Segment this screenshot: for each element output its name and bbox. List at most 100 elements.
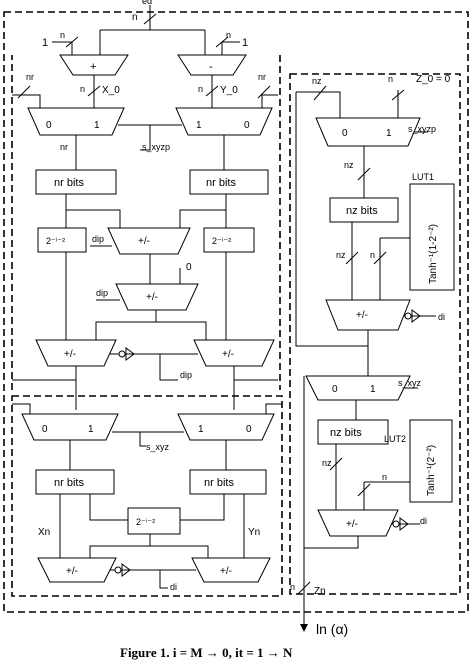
lut2-box (409, 419, 453, 503)
lut2-label: LUT2 (384, 434, 406, 444)
nz-label-register-out: nz (336, 250, 346, 260)
x0-label: X_0 (102, 85, 120, 96)
register-z-lower (317, 419, 389, 445)
top-bus-label: n (132, 12, 138, 23)
mux-y-upper-1: 1 (196, 120, 202, 131)
s-xyz-right-label: s_xyz (398, 378, 422, 388)
addsub-y-upper-op: +/- (222, 349, 234, 360)
xn-label: Xn (38, 527, 50, 538)
addsub-z-lower (317, 509, 399, 537)
subtractor-y0-op: - (209, 61, 213, 73)
lut1-box (409, 183, 455, 291)
lut1-label: LUT1 (412, 172, 434, 182)
addsub-z-upper (325, 299, 411, 331)
register-y-lower (189, 469, 267, 495)
mux-z-lower-1: 1 (370, 384, 376, 395)
di-label-lower-left: di (170, 582, 177, 592)
lut2-function: Tanh⁻¹(2⁻²) (426, 445, 437, 496)
addsub-y-upper (193, 339, 275, 367)
nr-mux-out-label: nr (60, 142, 68, 152)
register-x-upper-label: nr bits (54, 177, 84, 189)
z0-bus-n: n (388, 74, 393, 84)
register-y-lower-label: nr bits (204, 477, 234, 489)
addsub-x-lower (37, 557, 117, 583)
cut-top-label: eα (142, 0, 152, 6)
y0-bus-n: n (198, 84, 203, 94)
register-x-lower (35, 469, 115, 495)
di-label-z-lower: di (420, 516, 427, 526)
mux-y-lower-0: 0 (246, 424, 252, 435)
adder-x0-op: + (90, 61, 96, 73)
y0-label: Y_0 (220, 85, 238, 96)
mux-z-upper-1: 1 (386, 128, 392, 139)
register-y-upper-label: nr bits (206, 177, 236, 189)
shifter-x-upper (37, 227, 87, 253)
addsub-z-lower-op: +/- (346, 519, 358, 530)
figure-caption: Figure 1. i = M → 0, it = 1 → N (120, 645, 293, 660)
mux-z-lower-0: 0 (332, 384, 338, 395)
shifter-x-upper-label: 2⁻ⁱ⁻² (46, 236, 65, 246)
addsub-z-upper-op: +/- (356, 310, 368, 321)
output-label: ln (α) (316, 621, 348, 637)
lut1-bus-n: n (370, 250, 375, 260)
addsub-y-lower (191, 557, 271, 583)
shifter-lower (127, 507, 181, 535)
zero-constant: 0 (186, 262, 192, 273)
shifter-y-upper-label: 2⁻ⁱ⁻² (212, 236, 231, 246)
xy-section-lower-border (11, 395, 283, 597)
mux-y-lower (177, 413, 275, 441)
addsub-y-lower-op: +/- (220, 566, 232, 577)
di-label-z-upper: di (438, 312, 445, 322)
const-one-left-bus: n (60, 30, 65, 40)
s-xyzp-label: s_xyzp (142, 142, 170, 152)
register-x-upper (35, 169, 117, 195)
mux-y-upper-0: 0 (244, 120, 250, 131)
z-section-border (289, 73, 461, 595)
register-x-lower-label: nr bits (54, 477, 84, 489)
const-one-right: 1 (242, 37, 248, 49)
const-one-right-bus: n (226, 30, 231, 40)
addsub-middle-bottom (115, 283, 199, 311)
dip-label-3: dip (180, 370, 192, 380)
s-xyz-left-label: s_xyz (146, 442, 170, 452)
mux-x-upper-0: 0 (46, 120, 52, 131)
nz-label-mux-out: nz (344, 160, 354, 170)
x0-bus-n: n (80, 84, 85, 94)
xy-section-upper-border (11, 55, 281, 390)
mux-y-upper (175, 107, 273, 136)
adder-x0 (59, 54, 129, 76)
lut2-bus-n: n (382, 472, 387, 482)
shifter-y-upper (203, 227, 255, 253)
lut1-function: Tanh⁻¹(1-2⁻²) (428, 224, 439, 284)
mux-z-upper-0: 0 (342, 128, 348, 139)
nr-left-label: nr (26, 72, 34, 82)
mux-x-lower (21, 413, 119, 441)
dip-label-1: dip (92, 234, 104, 244)
addsub-middle-top (107, 227, 191, 255)
z0-label: Z_0 = 0 (416, 74, 451, 85)
mux-x-upper-1: 1 (94, 120, 100, 131)
const-one-left: 1 (42, 37, 48, 49)
zn-bus-n: n (290, 582, 295, 592)
nz-label-top: nz (312, 76, 322, 86)
nr-right-label: nr (258, 72, 266, 82)
addsub-x-upper (35, 339, 117, 367)
register-z-upper (329, 197, 399, 223)
mux-x-upper (27, 107, 125, 136)
zn-label: Zn (314, 586, 326, 597)
mux-x-lower-0: 0 (42, 424, 48, 435)
register-z-lower-label: nz bits (330, 427, 362, 439)
outer-dashed-border (3, 11, 469, 613)
mux-z-upper (315, 117, 421, 147)
register-y-upper (189, 169, 269, 195)
shifter-lower-label: 2⁻ⁱ⁻² (136, 517, 155, 527)
dip-label-2: dip (96, 288, 108, 298)
addsub-x-lower-op: +/- (66, 566, 78, 577)
subtractor-y0 (177, 54, 247, 76)
addsub-x-upper-op: +/- (64, 349, 76, 360)
register-z-upper-label: nz bits (346, 205, 378, 217)
mux-y-lower-1: 1 (198, 424, 204, 435)
s-xyzp-z-label: s_xyzp (408, 124, 436, 134)
addsub-middle-top-op: +/- (138, 236, 150, 247)
